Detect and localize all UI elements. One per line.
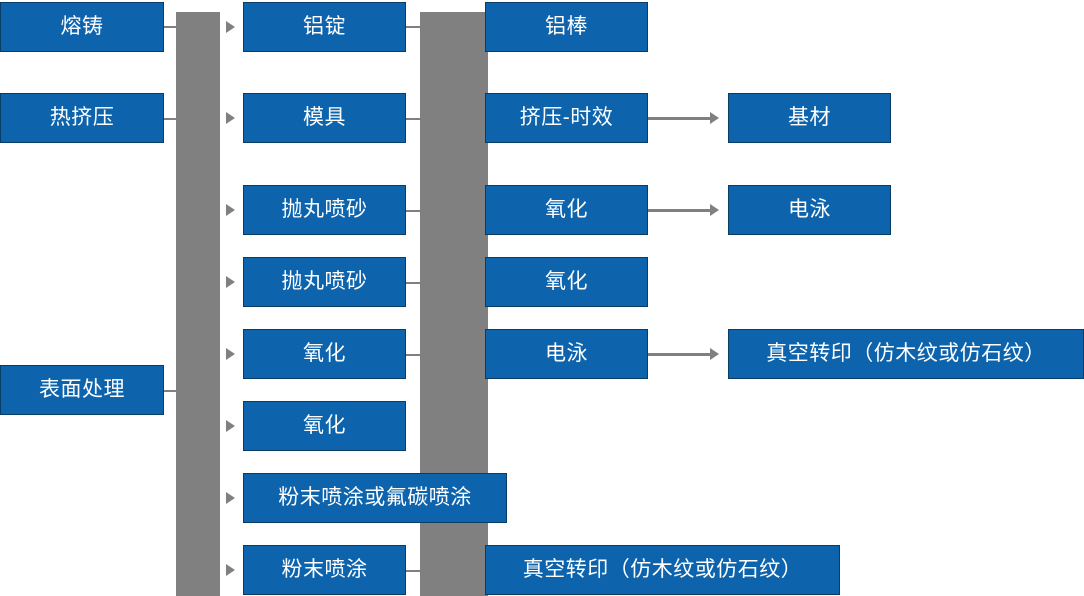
arrow-to-shot-blasting-2 [226,276,235,288]
node-oxidation-1[interactable]: 氧化 [243,329,406,379]
node-base-material-label: 基材 [788,106,831,130]
node-electrophoresis-1-label: 电泳 [545,342,588,366]
node-powder-or-fluorocarbon-spray-label: 粉末喷涂或氟碳喷涂 [278,486,472,510]
arrow-to-oxidation-2 [226,420,235,432]
tick-mould [406,118,422,120]
connector-oxidation-3-to-electrophoresis-2 [648,209,712,212]
node-aluminium-ingot[interactable]: 铝锭 [243,2,406,52]
connector-surface-treatment-to-trunk [163,390,179,392]
stage-melting-label: 熔铸 [60,15,104,39]
connector-electrophoresis-1-to-vacuum-transfer-print [648,353,712,356]
node-oxidation-4[interactable]: 氧化 [485,257,648,307]
node-electrophoresis-1[interactable]: 电泳 [485,329,648,379]
node-electrophoresis-2[interactable]: 电泳 [728,185,891,235]
arrow-to-powder-or-fluorocarbon-spray [226,492,235,504]
tick-aluminium-ingot [406,26,422,28]
node-shot-blasting-1[interactable]: 抛丸喷砂 [243,185,406,235]
node-vacuum-transfer-print-bottom-label: 真空转印（仿木纹或仿石纹） [522,558,803,582]
tick-shot-blasting-1 [406,210,422,212]
arrow-to-aluminium-ingot [226,21,235,33]
node-extrusion-aging-label: 挤压-时效 [519,106,614,130]
node-mould[interactable]: 模具 [243,93,406,143]
tick-shot-blasting-2 [406,282,422,284]
node-vacuum-transfer-print-bottom[interactable]: 真空转印（仿木纹或仿石纹） [485,545,840,595]
node-extrusion-aging[interactable]: 挤压-时效 [485,93,648,143]
connector-hot-extrusion-to-trunk [163,118,179,120]
connector-extrusion-aging-to-base-material [648,117,712,120]
trunk-bar-middle [420,12,442,596]
arrow-to-electrophoresis-2 [710,204,719,216]
stage-surface-treatment[interactable]: 表面处理 [0,365,164,415]
node-aluminium-bar[interactable]: 铝棒 [485,2,648,52]
node-vacuum-transfer-print[interactable]: 真空转印（仿木纹或仿石纹） [728,329,1084,379]
node-powder-spray-label: 粉末喷涂 [281,558,368,582]
node-oxidation-4-label: 氧化 [545,270,588,294]
tick-powder-spray [406,570,422,572]
node-powder-or-fluorocarbon-spray[interactable]: 粉末喷涂或氟碳喷涂 [243,473,507,523]
node-oxidation-2-label: 氧化 [303,414,346,438]
node-base-material[interactable]: 基材 [728,93,891,143]
node-shot-blasting-1-label: 抛丸喷砂 [281,198,368,222]
arrow-to-base-material [710,112,719,124]
node-mould-label: 模具 [303,106,346,130]
arrow-to-vacuum-transfer-print [710,348,719,360]
node-oxidation-2[interactable]: 氧化 [243,401,406,451]
stage-surface-treatment-label: 表面处理 [39,378,125,402]
node-oxidation-3-label: 氧化 [545,198,588,222]
arrow-to-powder-spray [226,564,235,576]
node-oxidation-3[interactable]: 氧化 [485,185,648,235]
arrow-to-shot-blasting-1 [226,204,235,216]
node-vacuum-transfer-print-label: 真空转印（仿木纹或仿石纹） [766,342,1046,366]
node-aluminium-bar-label: 铝棒 [545,15,588,39]
connector-melting-to-trunk [163,26,179,28]
node-aluminium-ingot-label: 铝锭 [303,15,346,39]
stage-hot-extrusion[interactable]: 热挤压 [0,93,164,143]
stage-hot-extrusion-label: 热挤压 [49,106,115,130]
arrow-to-mould [226,112,235,124]
stage-melting[interactable]: 熔铸 [0,2,164,52]
node-shot-blasting-2-label: 抛丸喷砂 [281,270,368,294]
node-powder-spray[interactable]: 粉末喷涂 [243,545,406,595]
trunk-bar-left [176,12,220,596]
node-shot-blasting-2[interactable]: 抛丸喷砂 [243,257,406,307]
node-electrophoresis-2-label: 电泳 [788,198,831,222]
arrow-to-oxidation-1 [226,348,235,360]
node-oxidation-1-label: 氧化 [303,342,346,366]
tick-oxidation-1 [406,354,422,356]
